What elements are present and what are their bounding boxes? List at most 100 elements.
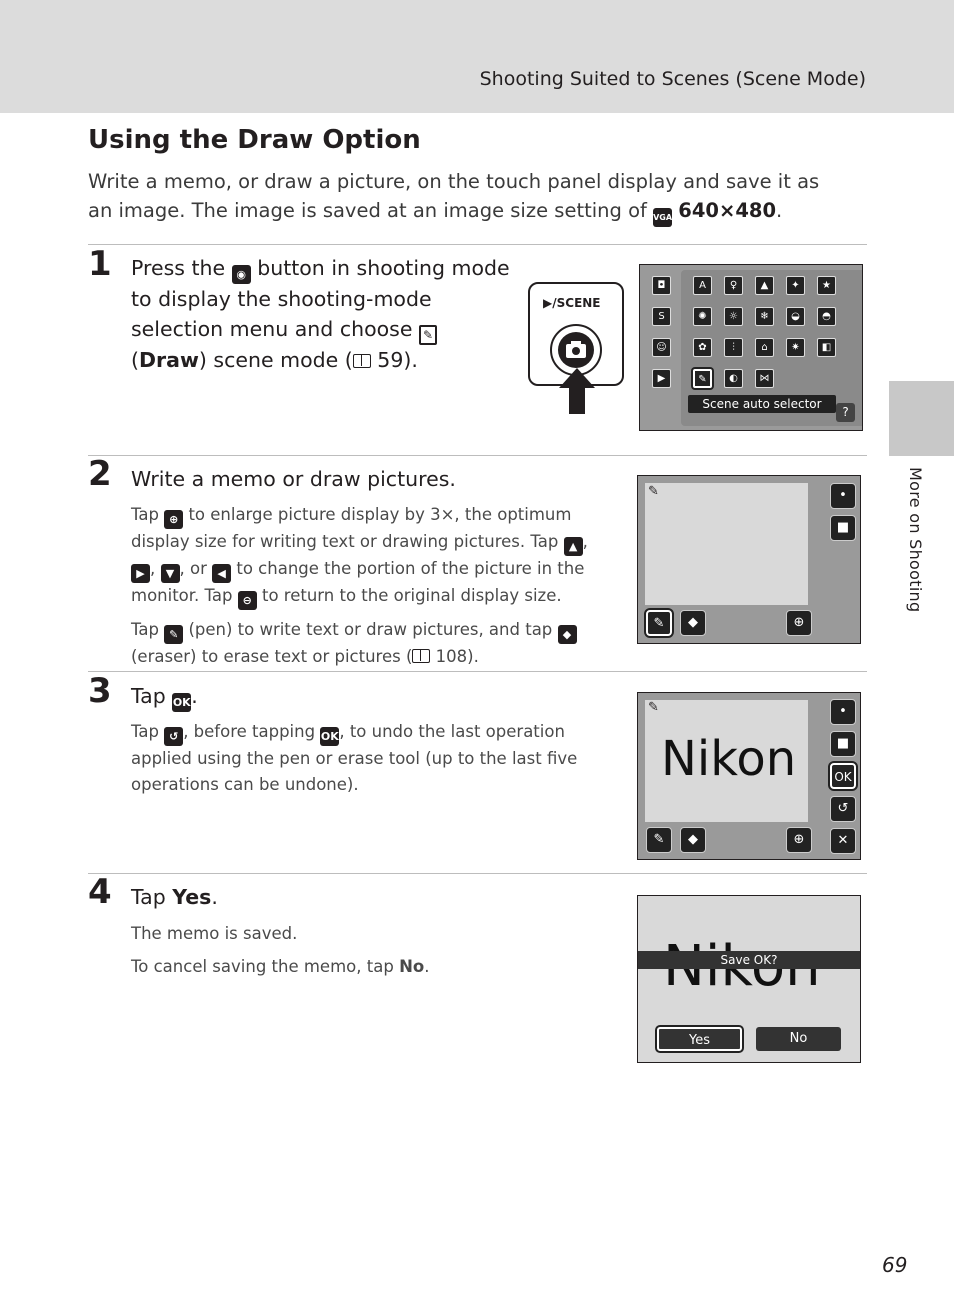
scene-mode-label: ▶/SCENE [543,296,601,310]
dusk-icon[interactable]: ◓ [817,307,836,326]
eraser-size-button[interactable]: ■ [830,731,856,757]
help-button[interactable]: ? [836,403,855,422]
image-size-setting: 640×480 [678,199,777,222]
step-3-heading: Tap OK. [131,681,198,712]
pen-size-button[interactable]: • [830,699,856,725]
draw-label: Draw [139,348,199,372]
eraser-icon: ◆ [557,625,577,644]
body-text: , [582,532,588,551]
header-bar [0,0,954,113]
divider [88,671,867,672]
save-prompt: Save OK? [638,951,860,969]
intro-text: Write a memo, or draw a picture, on the … [88,170,820,222]
step-text: ). [403,348,418,372]
copy-icon[interactable]: ◧ [817,338,836,357]
museum-icon[interactable]: ⌂ [755,338,774,357]
scene-label-text: /SCENE [552,296,601,310]
night-portrait-icon[interactable]: ★ [817,276,836,295]
panorama-icon[interactable]: ⋈ [755,369,774,388]
draw-canvas[interactable] [645,700,808,822]
close-up-icon[interactable]: ✿ [693,338,712,357]
page-number: 69 [882,1253,908,1277]
party-icon[interactable]: ✺ [693,307,712,326]
up-arrow-icon: ▲ [563,537,583,556]
body-text: to change the portion of the picture in … [131,559,585,605]
body-text: , or [179,559,207,578]
scene-menu-screen: ◘ S ☺ ▶ A ♀ ▲ ✦ ★ ✺ ☼ ❄ ◒ ◓ ✿ ⫶ ⌂ ✷ ◧ ✎ … [639,264,863,431]
eraser-tool-button[interactable]: ◆ [680,827,706,853]
camera-icon: ◉ [231,265,251,284]
left-arrow-icon: ◀ [212,564,232,583]
step-text: Tap [131,684,166,708]
step-number: 2 [88,454,112,494]
no-button[interactable]: No [756,1027,841,1051]
down-arrow-icon: ▼ [160,564,180,583]
step-number: 1 [88,244,112,284]
undo-icon: ↺ [164,727,184,746]
snow-icon[interactable]: ❄ [755,307,774,326]
draw-screen: ✎ • ■ ✎ ◆ ⊕ [637,475,861,644]
zoom-in-icon: ⊕ [164,510,184,529]
food-icon[interactable]: ⫶ [724,338,743,357]
backlighting-icon[interactable]: ◐ [724,369,743,388]
yes-button[interactable]: Yes [657,1027,742,1051]
step-number: 3 [88,671,112,711]
pen-size-button[interactable]: • [830,483,856,509]
step-3-body: Tap ↺, before tapping OK, to undo the la… [131,719,601,804]
landscape-icon[interactable]: ▲ [755,276,774,295]
zoom-in-button[interactable]: ⊕ [786,610,812,636]
body-text: ). [467,647,479,666]
body-text: to return to the original display size. [261,586,562,605]
zoom-in-button[interactable]: ⊕ [786,827,812,853]
side-tab [889,381,954,456]
draw-ok-screen: ✎ Nikon • ■ OK ↺ ✕ ✎ ◆ ⊕ [637,692,861,860]
body-text: The memo is saved. [131,924,298,943]
page-title: Using the Draw Option [88,125,421,155]
body-text: To cancel saving the memo, tap [131,956,394,976]
eraser-tool-button[interactable]: ◆ [680,610,706,636]
ok-icon: OK [320,727,340,746]
right-arrow-icon: ▶ [131,564,150,583]
ok-button[interactable]: OK [830,763,856,789]
smart-portrait-icon: ☺ [652,338,671,357]
draw-canvas[interactable] [645,483,808,605]
step-1-heading: Press the ◉ button in shooting mode to d… [131,253,516,375]
divider [88,873,867,874]
body-text: Tap [131,722,159,741]
step-text: ( [131,348,139,372]
movie-mode-icon: ▶ [652,369,671,388]
undo-button[interactable]: ↺ [830,796,856,822]
eraser-size-button[interactable]: ■ [830,515,856,541]
step-2-heading: Write a memo or draw pictures. [131,467,456,491]
step-number: 4 [88,872,112,912]
portrait-icon[interactable]: ♀ [724,276,743,295]
fireworks-icon[interactable]: ✷ [786,338,805,357]
sports-icon[interactable]: ✦ [786,276,805,295]
no-label: No [399,956,425,976]
body-text: (pen) to write text or draw pictures, an… [188,620,553,639]
draw-scene-icon[interactable]: ✎ [693,369,712,388]
draw-mode-icon: ✎ [648,484,659,499]
page-ref: 108 [435,647,468,666]
draw-mode-icon: ✎ [648,700,659,715]
vga-size-icon: VGA [653,208,673,227]
body-text: , to undo the last operation applied usi… [131,722,578,794]
camera-mode-button-illustration: ▶/SCENE [528,282,624,386]
body-text: (eraser) to erase text or pictures ( [131,647,413,666]
sunset-icon[interactable]: ◒ [786,307,805,326]
beach-icon[interactable]: ☼ [724,307,743,326]
divider [88,244,867,245]
body-text: , before tapping [183,722,316,741]
section-title: Shooting Suited to Scenes (Scene Mode) [479,68,866,90]
step-text: Press the [131,256,226,280]
draw-mode-icon: ✎ [419,325,437,345]
scene-auto-icon[interactable]: A [693,276,712,295]
pen-tool-button[interactable]: ✎ [646,827,672,853]
page-ref: 59 [377,348,404,372]
pen-tool-button[interactable]: ✎ [646,610,672,636]
close-icon[interactable]: ✕ [830,828,856,854]
step-4-body: The memo is saved. To cancel saving the … [131,921,601,986]
step-text: ) scene mode ( [198,348,353,372]
camera-icon [558,332,594,368]
book-ref-icon [352,354,371,368]
